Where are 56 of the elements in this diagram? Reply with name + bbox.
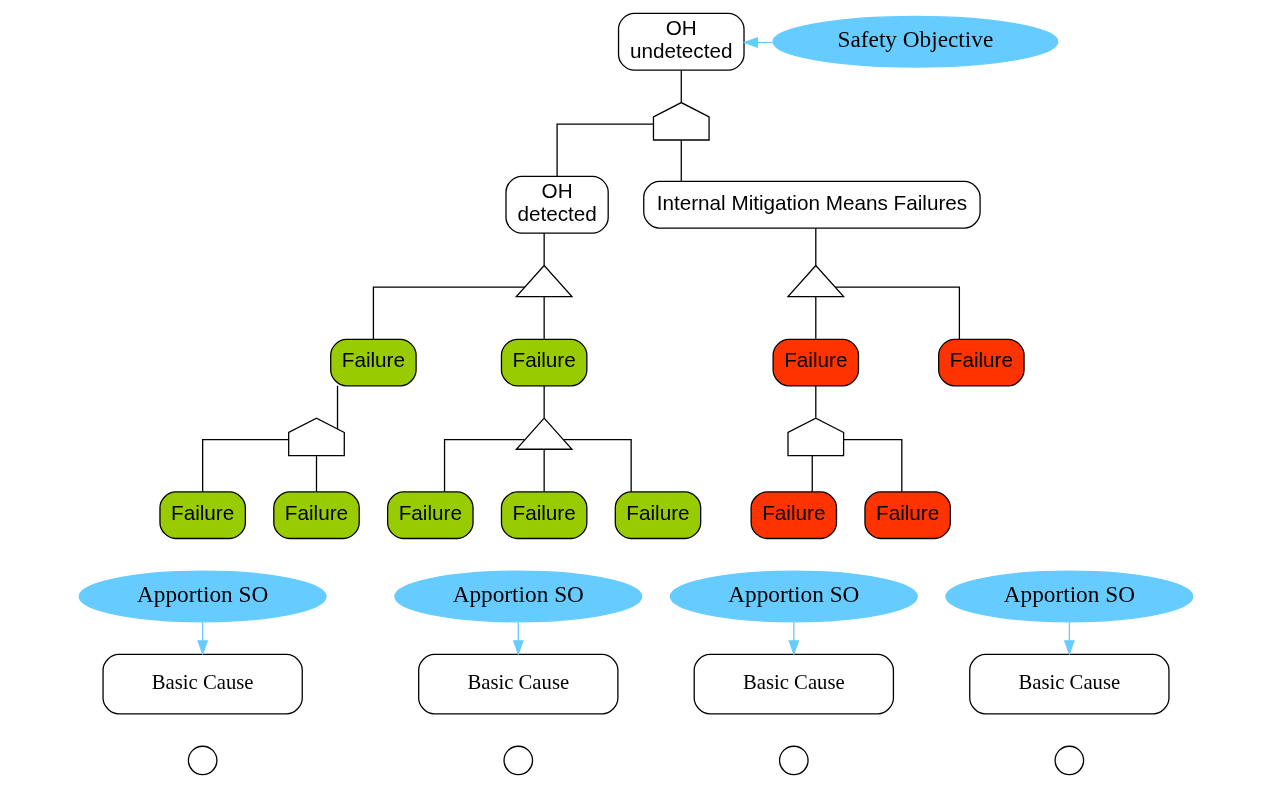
connector (315, 455, 317, 493)
node-shield (786, 264, 845, 298)
connector (680, 69, 682, 103)
arrow (512, 621, 524, 656)
connector (543, 232, 545, 266)
node-box: Failure (500, 338, 587, 387)
node-box: Basic Cause (101, 653, 303, 715)
node-box: Failure (158, 491, 246, 540)
connector (336, 385, 338, 430)
node-box: Internal Mitigation Means Failures (642, 180, 981, 229)
node-box: Basic Cause (693, 653, 894, 715)
connector (372, 286, 526, 340)
connector (201, 439, 289, 493)
node-circle (187, 745, 218, 776)
node-box: Failure (500, 491, 587, 540)
connector (443, 439, 525, 493)
connector (543, 448, 545, 493)
node-ellipse: Safety Objective (771, 15, 1058, 68)
node-box: Failure (386, 491, 474, 540)
node-ellipse: Apportion SO (944, 570, 1193, 623)
connector (814, 296, 816, 340)
node-box: Failure (329, 338, 417, 387)
node-ellipse: Apportion SO (393, 570, 642, 623)
connector (555, 123, 654, 177)
connector (834, 286, 960, 340)
node-dome (652, 101, 710, 141)
node-circle (502, 745, 533, 776)
node-box: OH detected (504, 175, 609, 234)
node-circle (1053, 745, 1084, 776)
node-box: Basic Cause (417, 653, 619, 715)
arrow (1063, 621, 1075, 656)
connector (842, 439, 902, 493)
node-dome (786, 417, 844, 457)
node-dome (287, 417, 345, 457)
connector (814, 227, 816, 266)
connector (811, 455, 813, 493)
node-shield (514, 417, 573, 450)
node-box: Failure (750, 491, 837, 540)
connector (680, 139, 682, 183)
node-box: OH undetected (617, 12, 745, 71)
connector (562, 439, 632, 493)
connector (543, 296, 545, 340)
node-box: Basic Cause (968, 653, 1170, 715)
node-box: Failure (937, 338, 1025, 387)
node-box: Failure (272, 491, 360, 540)
arrow (787, 621, 799, 656)
connector (543, 385, 545, 419)
node-ellipse: Apportion SO (669, 570, 918, 623)
node-shield (514, 264, 573, 298)
node-circle (778, 745, 809, 776)
node-ellipse: Apportion SO (78, 570, 327, 623)
node-box: Failure (771, 338, 859, 387)
node-box: Failure (614, 491, 701, 540)
connector (814, 385, 816, 419)
node-box: Failure (863, 491, 951, 540)
arrow (196, 621, 208, 656)
